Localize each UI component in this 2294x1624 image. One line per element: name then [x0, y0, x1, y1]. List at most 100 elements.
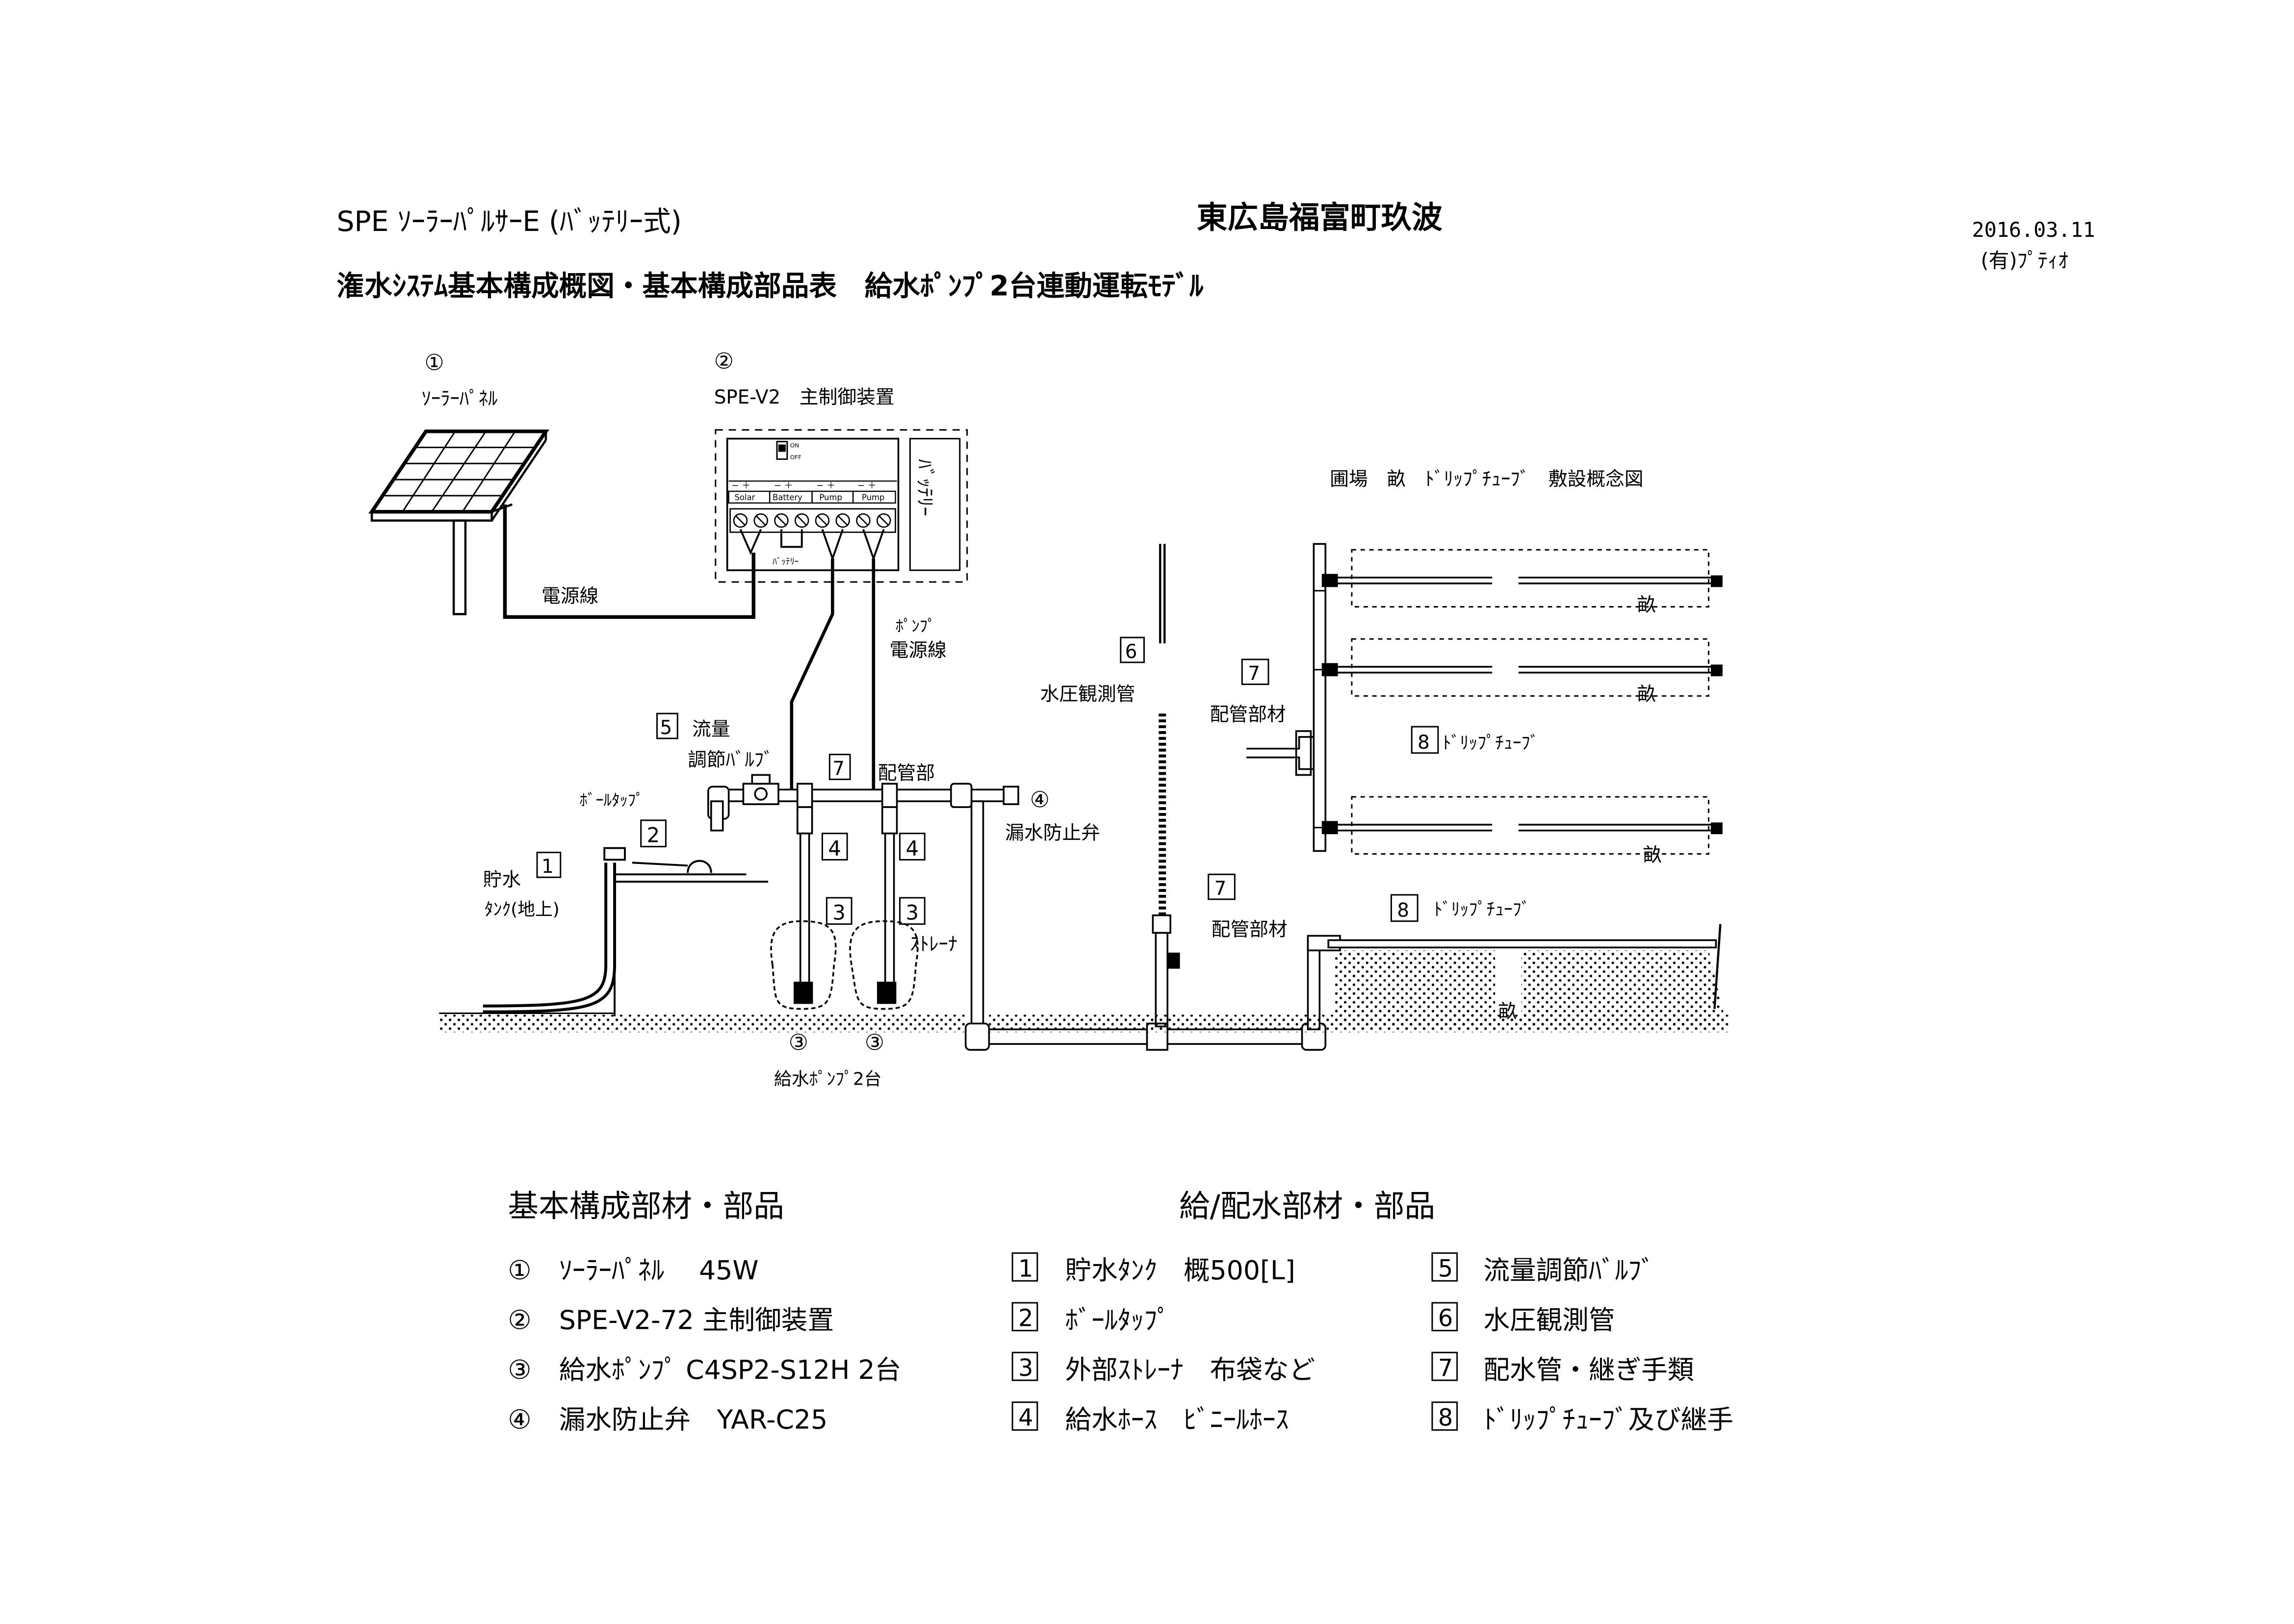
drip-num-1: 8 [1418, 732, 1430, 754]
drip-label-2: ﾄﾞﾘｯﾌﾟﾁｭｰﾌﾞ [1434, 900, 1530, 920]
ridge-label-3: 畝 [1643, 844, 1662, 866]
header-title-1: SPE ｿｰﾗｰﾊﾟﾙｻｰE (ﾊﾞｯﾃﾘｰ式) [336, 205, 681, 238]
valve-label-2: 調節ﾊﾞﾙﾌﾞ [688, 749, 773, 771]
svg-text:− ＋: − ＋ [817, 481, 836, 491]
gauge-num-box [1120, 636, 1145, 663]
panel-label: ｿｰﾗｰﾊﾟﾈﾙ [421, 388, 497, 410]
basic-item-num: ② [508, 1305, 531, 1336]
pump-power-label-1: ﾎﾟﾝﾌﾟ [896, 617, 936, 635]
supply-item-text: 配水管・継ぎ手類 [1483, 1354, 1694, 1385]
header-location: 東広島福富町玖波 [1197, 200, 1443, 235]
check-valve-label: 漏水防止弁 [1005, 822, 1100, 844]
field-plan [1246, 543, 1723, 855]
battery-label: ﾊﾞｯﾃﾘｰ [914, 459, 936, 516]
strainer-num-1: 3 [832, 901, 846, 925]
valve-num-box [656, 712, 678, 739]
terminal-pump-1: Pump [820, 493, 842, 502]
header-title-2: 潅水ｼｽﾃﾑ基本構成概図・基本構成部品表 給水ﾎﾟﾝﾌﾟ2台連動運転ﾓﾃﾞﾙ [336, 270, 1204, 302]
supply-item-num: 2 [1018, 1305, 1033, 1332]
water-tank [483, 847, 769, 1016]
supply-item-num: 7 [1438, 1355, 1453, 1382]
piping-label: 配管部 [878, 762, 935, 784]
switch-off: OFF [790, 454, 801, 460]
tank-label-1: 貯水 [483, 869, 521, 891]
balltap-num: 2 [647, 823, 660, 847]
basic-parts-title: 基本構成部材・部品 [508, 1188, 784, 1224]
pumps-label: 給水ﾎﾟﾝﾌﾟ2台 [774, 1069, 881, 1090]
field-title: 圃場 畝 ﾄﾞﾘｯﾌﾟﾁｭｰﾌﾞ 敷設概念図 [1330, 468, 1643, 490]
drip-num-box-2 [1390, 894, 1418, 922]
svg-text:− ＋: − ＋ [732, 481, 751, 491]
supply-parts-title: 給/配水部材・部品 [1179, 1188, 1435, 1224]
basic-item-num: ③ [508, 1354, 531, 1385]
piping-num-box [828, 754, 851, 780]
hose-num-box-1 [822, 833, 848, 861]
hose-num-2: 4 [905, 836, 919, 860]
strainer-num-box-2 [899, 897, 926, 925]
field-cross-section [1334, 924, 1724, 1030]
tank-num-box [536, 851, 562, 878]
valve-num: 5 [660, 717, 672, 739]
supply-item-num: 8 [1438, 1404, 1453, 1431]
supply-item-num: 3 [1018, 1355, 1033, 1382]
strainer-num-2: 3 [905, 901, 919, 925]
supply-item-text: ﾄﾞﾘｯﾌﾟﾁｭｰﾌﾞ及び継手 [1483, 1404, 1733, 1435]
supply-item-num: 5 [1438, 1255, 1453, 1282]
cross-piping-num-box [1208, 873, 1236, 900]
pump-power-label-2: 電源線 [890, 639, 947, 661]
pump-assemblies [770, 806, 919, 1010]
strainer-num-box-1 [825, 897, 852, 925]
field-piping-num-box [1241, 659, 1269, 685]
drip-num-box-1 [1411, 726, 1439, 754]
hose-num-1: 4 [828, 836, 841, 860]
supply-item-num: 1 [1018, 1255, 1033, 1282]
supply-item-text: ﾎﾞｰﾙﾀｯﾌﾟ [1065, 1305, 1171, 1336]
basic-item-text: SPE-V2-72 主制御装置 [559, 1305, 834, 1336]
pump-power-line-1 [790, 558, 834, 797]
solar-panel-icon [368, 429, 549, 615]
supply-item-num: 4 [1018, 1404, 1033, 1431]
pump-num-1: ③ [789, 1029, 808, 1055]
power-line [503, 504, 756, 619]
valve-label-1: 流量 [692, 718, 730, 740]
panel-num: ① [424, 349, 444, 375]
basic-item-num: ① [508, 1255, 531, 1286]
supply-item-text: 外部ｽﾄﾚｰﾅ 布袋など [1065, 1354, 1315, 1385]
svg-text:− ＋: − ＋ [857, 481, 876, 491]
supply-item-text: 水圧観測管 [1483, 1305, 1615, 1336]
balltap-label: ﾎﾞｰﾙﾀｯﾌﾟ [579, 791, 644, 810]
supply-item-text: 給水ﾎｰｽ ﾋﾞﾆｰﾙﾎｰｽ [1065, 1404, 1289, 1435]
drip-num-2: 8 [1397, 900, 1409, 922]
basic-item-text: 給水ﾎﾟﾝﾌﾟ C4SP2-S12H 2台 [559, 1354, 902, 1385]
basic-item-text: ｿｰﾗｰﾊﾟﾈﾙ 45W [559, 1255, 759, 1286]
supply-parts-list-b: 5 流量調節ﾊﾞﾙﾌﾞ 6 水圧観測管 7 配水管・継ぎ手類 8 ﾄﾞﾘｯﾌﾟﾁ… [1431, 1252, 1733, 1435]
gauge-num: 6 [1125, 641, 1137, 663]
drip-label-1: ﾄﾞﾘｯﾌﾟﾁｭｰﾌﾞ [1443, 733, 1539, 753]
ctrl-num: ② [714, 348, 734, 374]
ctrl-label: SPE-V2 主制御装置 [714, 386, 895, 408]
piping-num: 7 [832, 758, 845, 780]
cross-piping-label: 配管部材 [1211, 918, 1288, 940]
basic-parts-list: ① ｿｰﾗｰﾊﾟﾈﾙ 45W ② SPE-V2-72 主制御装置 ③ 給水ﾎﾟﾝ… [508, 1255, 901, 1435]
gauge-label: 水圧観測管 [1040, 683, 1135, 705]
supply-item-text: 流量調節ﾊﾞﾙﾌﾞ [1483, 1255, 1654, 1286]
check-valve-num: ④ [1030, 787, 1050, 812]
field-piping-label: 配管部材 [1210, 704, 1286, 726]
strainer-label: ｽﾄﾚｰﾅ [910, 933, 957, 955]
tank-label-2: ﾀﾝｸ(地上) [485, 900, 560, 920]
hose-num-box-2 [899, 833, 926, 861]
svg-text:− ＋: − ＋ [774, 481, 793, 491]
ground-left [439, 1015, 966, 1033]
pressure-gauge-pipe [1152, 544, 1180, 1028]
battery-small-label: ﾊﾞｯﾃﾘｰ [773, 557, 799, 567]
terminal-solar: Solar [735, 493, 755, 502]
switch-on: ON [790, 442, 799, 449]
terminal-pump-2: Pump [862, 493, 884, 502]
terminal-battery: Battery [773, 493, 802, 502]
pump-num-2: ③ [865, 1029, 884, 1055]
header-company: (有)ﾌﾟﾃｨｵ [1981, 249, 2068, 273]
supply-item-text: 貯水ﾀﾝｸ 概500[L] [1065, 1255, 1295, 1286]
tank-num: 1 [541, 856, 554, 878]
